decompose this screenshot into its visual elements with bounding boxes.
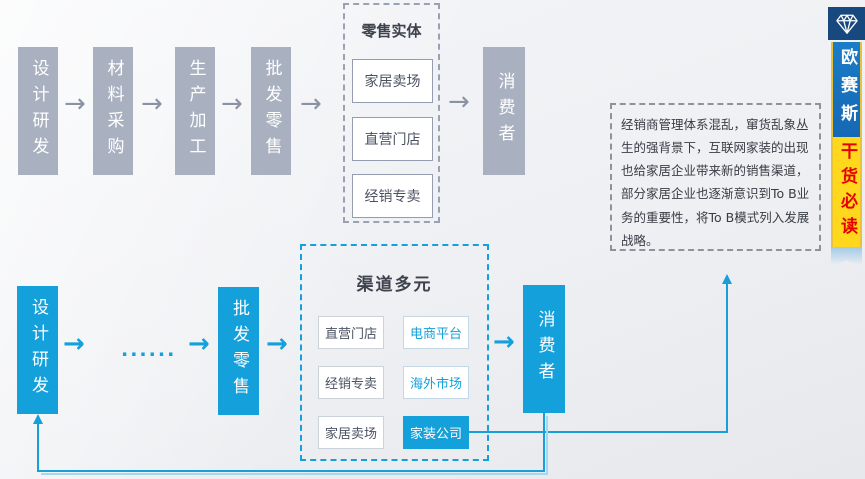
note-text: 经销商管理体系混乱，窜货乱象丛生的强背景下，互联网家装的出现也给家居企业带来新的… xyxy=(621,117,810,248)
bottom-node-consumer: 消费者 xyxy=(523,285,565,413)
arrow-right-icon: → xyxy=(266,329,288,359)
channel-diversity-group: 渠道多元 直营门店 经销专卖 家居卖场 电商平台 海外市场 家装公司 xyxy=(300,244,489,461)
diamond-icon xyxy=(835,14,858,34)
bottom-node-wholesale: 批发零售 xyxy=(218,287,259,415)
retail-item-dealer-store: 经销专卖 xyxy=(352,174,433,218)
channel-item-ecommerce: 电商平台 xyxy=(403,316,469,349)
retail-entity-group-title: 零售实体 xyxy=(361,22,422,40)
top-node-material: 材料采购 xyxy=(93,47,133,175)
banner-diamond-tile xyxy=(828,7,865,40)
arrow-up-icon xyxy=(722,274,732,284)
note-box: 经销商管理体系混乱，窜货乱象丛生的强背景下，互联网家装的出现也给家居企业带来新的… xyxy=(610,103,821,251)
banner-tagline-section: 干货必读 xyxy=(831,137,862,247)
top-node-design-rd: 设计研发 xyxy=(18,47,58,175)
arrow-right-icon: → xyxy=(448,87,470,117)
arrow-right-icon: → xyxy=(493,327,515,357)
bottom-node-design-rd-label: 设计研发 xyxy=(28,298,48,402)
top-node-production-label: 生产加工 xyxy=(185,59,206,163)
arrow-right-icon: → xyxy=(64,89,86,119)
banner-ribbon-tail xyxy=(831,247,862,266)
retail-item-home-store: 家居卖场 xyxy=(352,59,433,103)
bottom-node-wholesale-label: 批发零售 xyxy=(229,299,249,403)
top-node-wholesale-label: 批发零售 xyxy=(261,59,282,163)
channel-item-home-decor-company: 家装公司 xyxy=(403,416,469,449)
channel-item-direct-store: 直营门店 xyxy=(318,316,384,349)
bottom-node-design-rd: 设计研发 xyxy=(17,286,58,414)
bottom-node-consumer-label: 消费者 xyxy=(534,310,555,388)
retail-item-direct-store: 直营门店 xyxy=(352,117,433,161)
top-node-design-rd-label: 设计研发 xyxy=(28,59,49,163)
top-node-production: 生产加工 xyxy=(175,47,215,175)
arrow-right-icon: → xyxy=(188,329,210,359)
banner-brand-section: 欧赛斯 xyxy=(831,42,862,137)
top-node-wholesale: 批发零售 xyxy=(251,47,291,175)
channel-item-dealer-store: 经销专卖 xyxy=(318,366,384,399)
retail-entity-group: 零售实体 家居卖场 直营门店 经销专卖 xyxy=(343,3,440,223)
banner-tagline-text: 干货必读 xyxy=(837,142,857,242)
arrow-right-icon: → xyxy=(221,89,243,119)
channel-item-overseas: 海外市场 xyxy=(403,366,469,399)
arrow-right-icon: → xyxy=(63,329,85,359)
arrow-up-icon xyxy=(33,414,43,424)
banner-brand-text: 欧赛斯 xyxy=(837,47,857,132)
top-node-consumer: 消费者 xyxy=(483,47,525,175)
top-node-material-label: 材料采购 xyxy=(103,59,124,163)
arrow-right-icon: → xyxy=(141,89,163,119)
ellipsis-text: ...... xyxy=(121,339,177,361)
top-node-consumer-label: 消费者 xyxy=(494,72,515,150)
channel-diversity-group-title: 渠道多元 xyxy=(356,275,433,295)
channel-item-home-store: 家居卖场 xyxy=(318,416,384,449)
arrow-right-icon: → xyxy=(300,89,322,119)
